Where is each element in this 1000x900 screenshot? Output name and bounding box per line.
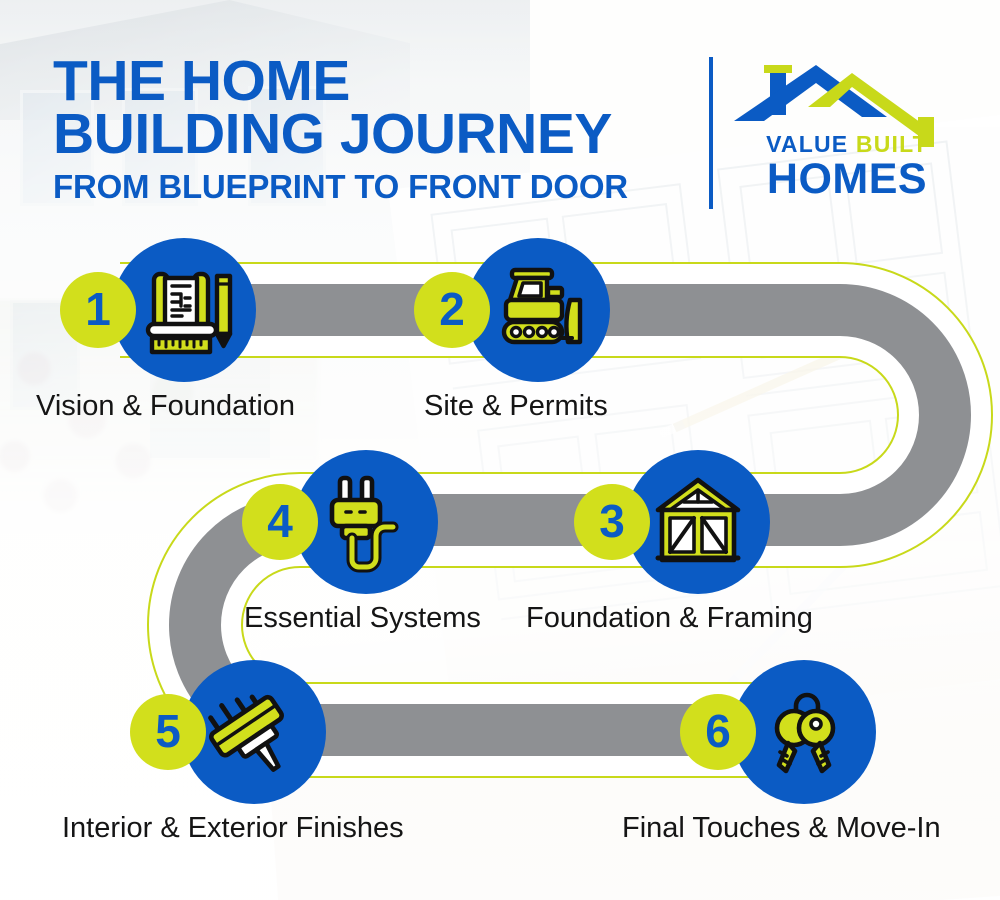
blueprint-ruler-pencil-icon [112,238,256,382]
bulldozer-icon [466,238,610,382]
step-1-label: Vision & Foundation [36,390,296,422]
step-3-number: 3 [599,495,625,547]
house-frame-icon [626,450,770,594]
paint-brush-icon [182,660,326,804]
step-4-number: 4 [267,495,293,547]
title-block: THE HOME BUILDING JOURNEY FROM BLUEPRINT… [53,49,628,206]
logo-word-built: BUILT [855,131,928,157]
page-title-line-1: THE HOME [53,49,350,113]
step-6-label: Final Touches & Move-In [622,812,941,844]
keys-icon [732,660,876,804]
step-4-number-badge: 4 [242,484,318,560]
house-roof-logo-icon [734,65,934,147]
step-4-label: Essential Systems [244,602,481,634]
step-6-number: 6 [705,705,731,757]
logo-word-value: VALUE [766,131,849,157]
electric-plug-icon [294,450,438,594]
step-5-number-badge: 5 [130,694,206,770]
step-2-label: Site & Permits [424,390,608,422]
header: THE HOME BUILDING JOURNEY FROM BLUEPRINT… [0,0,1000,225]
step-2-number-badge: 2 [414,272,490,348]
logo-wordmark: VALUE BUILT HOMES [722,133,972,202]
page-title-line-2: BUILDING JOURNEY [53,102,612,166]
step-3-number-badge: 3 [574,484,650,560]
step-1-number-badge: 1 [60,272,136,348]
step-5-label: Interior & Exterior Finishes [62,812,404,844]
step-5-number: 5 [155,705,181,757]
step-6-number-badge: 6 [680,694,756,770]
step-3-label: Foundation & Framing [526,602,813,634]
brand-logo[interactable]: VALUE BUILT HOMES [712,55,972,210]
step-2-number: 2 [439,283,465,335]
logo-word-homes: HOMES [766,155,928,203]
header-divider [709,57,713,209]
step-1-number: 1 [85,283,111,335]
logo-line-1: VALUE BUILT [722,133,972,156]
page-subtitle: FROM BLUEPRINT TO FRONT DOOR [53,168,628,205]
